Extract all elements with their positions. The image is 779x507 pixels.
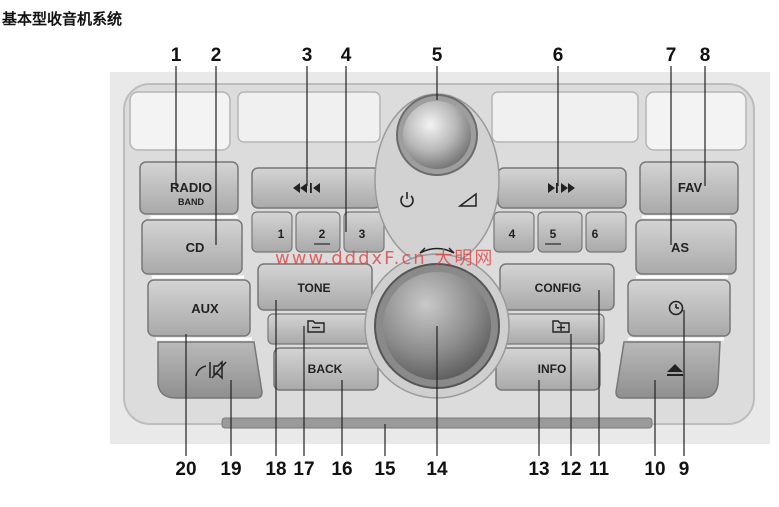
power-volume-knob[interactable]	[403, 101, 471, 169]
fav-label: FAV	[678, 180, 703, 195]
preset-5-button[interactable]	[537, 211, 583, 253]
rotate-arrows-icon	[419, 247, 455, 254]
preset-3-label: 3	[359, 227, 366, 241]
preset-1-label: 1	[278, 227, 285, 241]
callout-18: 18	[265, 459, 287, 480]
aux-label: AUX	[191, 301, 219, 316]
left-button-column	[139, 161, 263, 399]
callout-16: 16	[331, 459, 353, 480]
as-label: AS	[671, 240, 689, 255]
callout-17: 17	[293, 459, 315, 480]
callout-14: 14	[426, 459, 448, 480]
aux-button[interactable]	[147, 279, 251, 337]
folder-plus-icon	[552, 320, 570, 333]
callout-15: 15	[374, 459, 396, 480]
eject-icon	[667, 364, 683, 376]
callout-13: 13	[528, 459, 550, 480]
vent-right	[645, 91, 747, 151]
callout-leader-lines	[175, 66, 706, 456]
as-button[interactable]	[635, 219, 737, 275]
preset-2-label: 2	[319, 227, 326, 241]
cd-button[interactable]	[141, 219, 243, 275]
folder-minus-icon	[307, 320, 325, 333]
config-label: CONFIG	[535, 281, 582, 295]
callout-7: 7	[665, 45, 677, 66]
seek-back-icon	[293, 183, 320, 193]
back-button[interactable]	[273, 347, 379, 391]
callout-9: 9	[678, 459, 690, 480]
preset-3-button[interactable]	[343, 211, 385, 253]
seek-forward-icon	[548, 183, 575, 193]
vent-center-right	[491, 91, 639, 143]
phone-mute-icon	[195, 360, 227, 380]
preset-6-button[interactable]	[585, 211, 627, 253]
watermark: www.dddxF.cn 大明网	[275, 248, 495, 269]
page-title: 基本型收音机系统	[2, 10, 123, 28]
callout-5: 5	[431, 45, 443, 66]
vent-center-left	[237, 91, 381, 143]
preset-2-button[interactable]	[295, 211, 341, 253]
band-label: BAND	[178, 197, 204, 207]
callout-8: 8	[699, 45, 711, 66]
callout-6: 6	[552, 45, 564, 66]
cd-label: CD	[186, 240, 205, 255]
callout-10: 10	[644, 459, 666, 480]
tone-label: TONE	[297, 281, 330, 295]
folder-minus-button[interactable]	[267, 313, 373, 345]
eject-button[interactable]	[615, 341, 721, 399]
callout-2: 2	[210, 45, 222, 66]
radio-label: RADIO	[170, 180, 212, 195]
preset-4-button[interactable]	[493, 211, 535, 253]
callout-11: 11	[588, 459, 610, 480]
preset-6-label: 6	[592, 227, 599, 241]
info-label: INFO	[538, 362, 567, 376]
power-icon	[400, 192, 414, 208]
preset-1-button[interactable]	[251, 211, 293, 253]
clock-icon	[668, 300, 684, 316]
callout-12: 12	[560, 459, 582, 480]
preset-4-label: 4	[509, 227, 516, 241]
callout-19: 19	[220, 459, 242, 480]
radio-band-button[interactable]	[139, 161, 239, 215]
folder-plus-button[interactable]	[499, 313, 605, 345]
fav-button[interactable]	[639, 161, 739, 215]
callout-3: 3	[301, 45, 313, 66]
back-label: BACK	[308, 362, 343, 376]
vent-left	[129, 91, 231, 151]
config-button[interactable]	[499, 263, 615, 311]
callout-1: 1	[170, 45, 182, 66]
info-button[interactable]	[495, 347, 601, 391]
volume-icon	[457, 192, 477, 207]
callout-20: 20	[175, 459, 197, 480]
tone-button[interactable]	[257, 263, 373, 311]
preset-5-label: 5	[550, 227, 557, 241]
callout-4: 4	[340, 45, 352, 66]
